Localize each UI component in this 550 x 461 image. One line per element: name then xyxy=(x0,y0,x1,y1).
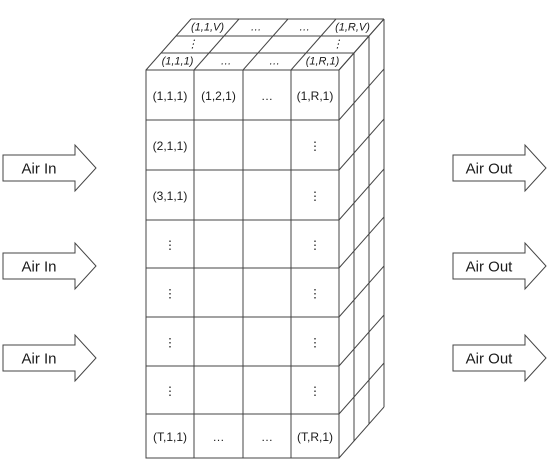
top-depth-line xyxy=(145,18,192,71)
front-cell-label: ⋮ xyxy=(309,384,321,398)
front-cell-label: ⋮ xyxy=(164,384,176,398)
front-cell-label: ⋮ xyxy=(164,336,176,350)
top-layer-label: … xyxy=(299,22,310,34)
front-cell-label: ⋮ xyxy=(164,287,176,301)
front-cell-label: ⋮ xyxy=(164,238,176,252)
right-depth-line xyxy=(338,216,385,269)
right-depth-line xyxy=(338,168,385,221)
air-in-arrow: Air In xyxy=(2,241,97,291)
right-depth-line xyxy=(338,406,385,459)
top-layer-label: … xyxy=(221,56,232,68)
right-face xyxy=(338,18,385,459)
arrow-label: Air Out xyxy=(466,351,514,368)
air-in-arrow: Air In xyxy=(2,143,97,193)
right-depth-line xyxy=(338,118,385,171)
top-layer-label: ⋮ xyxy=(187,39,198,51)
air-out-arrow: Air Out xyxy=(452,333,547,383)
arrow-label: Air In xyxy=(21,351,56,368)
arrow-label: Air Out xyxy=(466,259,514,276)
air-out-arrow: Air Out xyxy=(452,241,547,291)
front-cell-label: (1,R,1) xyxy=(297,89,334,103)
front-cell-label: (1,1,1) xyxy=(153,89,188,103)
arrow-label: Air In xyxy=(21,259,56,276)
air-in-arrow: Air In xyxy=(2,333,97,383)
arrow-shape xyxy=(2,241,97,291)
front-cell-label: … xyxy=(261,89,273,103)
front-cell-label: ⋮ xyxy=(309,336,321,350)
top-layer-label: … xyxy=(269,56,280,68)
arrow-label: Air Out xyxy=(466,161,514,178)
front-cell-label: ⋮ xyxy=(309,139,321,153)
front-cell-label: (1,2,1) xyxy=(201,89,236,103)
grid-block: (1,1,1)……(1,R,1)⋮⋮(1,1,V)……(1,R,V)(1,1,1… xyxy=(145,18,385,459)
front-cell-label: (3,1,1) xyxy=(153,189,188,203)
arrow-shape xyxy=(2,143,97,193)
front-cell-label: … xyxy=(261,430,273,444)
arrow-label: Air In xyxy=(21,161,56,178)
right-depth-line xyxy=(338,265,385,318)
front-cell-label: (2,1,1) xyxy=(153,139,188,153)
right-depth-line xyxy=(338,68,385,121)
top-layer-label: (1,R,1) xyxy=(306,56,340,68)
arrow-shape xyxy=(452,241,547,291)
front-face: (1,1,1) (1,2,1) … (1,R,1) (2,1,1) ⋮ (3,1,1) ⋮ ⋮ ⋮… xyxy=(145,69,340,459)
arrow-shape xyxy=(452,333,547,383)
top-layer-label: … xyxy=(251,22,262,34)
front-cell-label: (T,1,1) xyxy=(153,430,187,444)
top-depth-line xyxy=(290,18,337,71)
front-cell-label: ⋮ xyxy=(309,238,321,252)
arrow-shape xyxy=(452,143,547,193)
front-cell-label: ⋮ xyxy=(309,287,321,301)
top-layer-label: (1,R,V) xyxy=(335,22,370,34)
top-layer-label: (1,1,1) xyxy=(162,56,194,68)
front-cell-label: ⋮ xyxy=(309,189,321,203)
top-layer-label: (1,1,V) xyxy=(191,22,224,34)
right-depth-line xyxy=(338,18,385,71)
right-depth-line xyxy=(338,314,385,367)
air-out-arrow: Air Out xyxy=(452,143,547,193)
arrow-shape xyxy=(2,333,97,383)
right-depth-line xyxy=(338,362,385,415)
top-depth-line xyxy=(242,18,289,71)
top-face: (1,1,1) … … (1,R,1) ⋮ ⋮ (1,1,V) … … (1,R,V) xyxy=(145,18,385,71)
front-cell-label: (T,R,1) xyxy=(297,430,333,444)
front-cell-label: … xyxy=(213,430,225,444)
top-layer-label: ⋮ xyxy=(332,39,343,51)
top-depth-line xyxy=(193,18,240,71)
